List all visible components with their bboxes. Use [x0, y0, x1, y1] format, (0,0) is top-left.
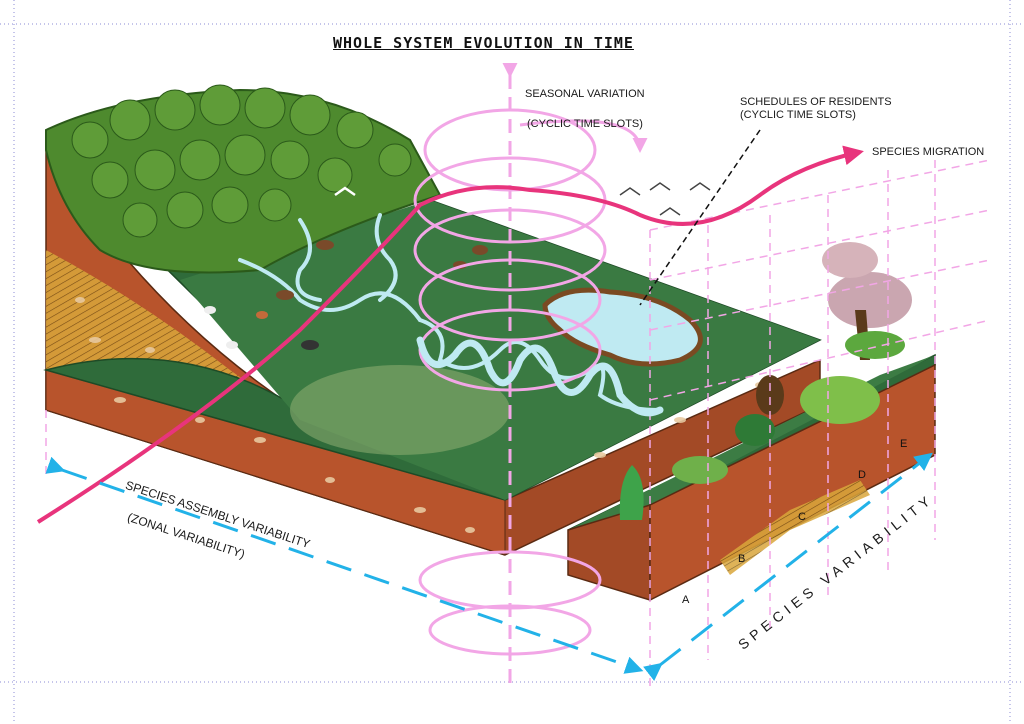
zone-label-b: B [738, 553, 746, 565]
pond [542, 287, 703, 367]
meadow-clearing [290, 365, 510, 455]
migrating-birds [334, 182, 711, 216]
tree-crowns [71, 84, 412, 238]
zone-label-c: C [798, 511, 806, 523]
species-assembly-arrow [45, 456, 644, 674]
zone-label-d: D [858, 469, 866, 481]
schedules-of-residents-label: SCHEDULES OF RESIDENTS [740, 96, 892, 108]
streams [238, 213, 662, 412]
schedules-pointer [639, 129, 761, 306]
zone-label-a: A [682, 594, 690, 606]
meander-river [416, 336, 664, 417]
species-variability-arrow [643, 452, 933, 681]
diagram-title: WHOLE SYSTEM EVOLUTION IN TIME [333, 34, 634, 52]
zone-label-e: E [900, 438, 908, 450]
seasonal-variation-label: SEASONAL VARIATION [525, 88, 645, 100]
migration-curve [36, 145, 864, 524]
cyclic-time-slots-label: (CYCLIC TIME SLOTS) [527, 118, 643, 130]
schedules-cyclic-label: (CYCLIC TIME SLOTS) [740, 109, 856, 121]
species-migration-label: SPECIES MIGRATION [872, 146, 985, 158]
